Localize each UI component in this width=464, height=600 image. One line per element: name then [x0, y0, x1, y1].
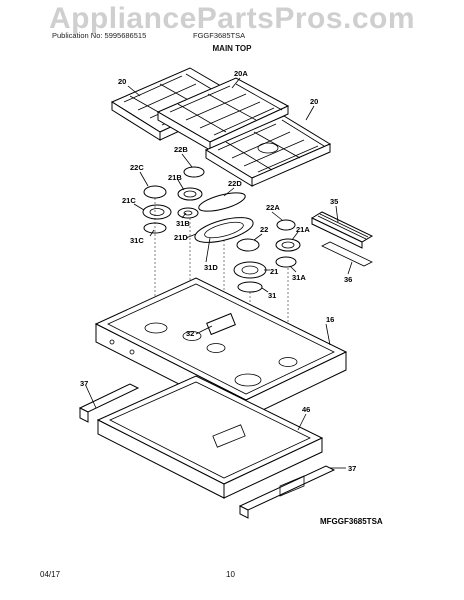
publication-number: Publication No: 5995686515	[52, 31, 147, 40]
callout-36: 36	[344, 275, 352, 284]
callout-46: 46	[302, 405, 310, 414]
site-watermark: AppliancePartsPros.com	[48, 2, 416, 35]
callout-31c: 31C	[130, 236, 144, 245]
burner-cap-22	[236, 238, 260, 252]
oval-burner-21d	[194, 217, 254, 243]
burner-cap-22b	[183, 166, 205, 178]
callout-22c: 22C	[130, 163, 144, 172]
callout-21c: 21C	[122, 196, 136, 205]
oval-cap-22d	[198, 192, 246, 212]
callout-16: 16	[326, 315, 334, 324]
callout-21a: 21A	[296, 225, 310, 234]
footer-page-number: 10	[226, 570, 235, 579]
burner-head-21	[233, 261, 267, 279]
callout-22: 22	[260, 225, 268, 234]
footer-date: 04/17	[40, 570, 61, 579]
callout-20-right: 20	[310, 97, 318, 106]
grate-right	[204, 115, 332, 187]
burner-head-21b	[177, 187, 203, 201]
section-title: MAIN TOP	[212, 44, 252, 53]
burner-cap-22c	[143, 185, 167, 199]
burner-base-31a	[275, 256, 297, 268]
callout-21b: 21B	[168, 173, 182, 182]
vent-trim-35	[310, 211, 374, 249]
burner-head-21a	[275, 238, 301, 252]
diagram-id: MFGGF3685TSA	[320, 517, 383, 526]
callout-21d: 21D	[174, 233, 188, 242]
burner-cap-22a	[276, 219, 296, 231]
burner-base-31	[237, 281, 263, 293]
model-number: FGGF3685TSA	[193, 31, 246, 40]
callout-31d: 31D	[204, 263, 218, 272]
callout-31a: 31A	[292, 273, 306, 282]
callout-21: 21	[270, 267, 278, 276]
trim-strip-37-right	[238, 465, 336, 519]
callout-20a: 20A	[234, 69, 248, 78]
burner-base-31b	[177, 207, 199, 219]
gasket-36	[321, 241, 373, 267]
callout-22a: 22A	[266, 203, 280, 212]
burner-head-21c	[142, 204, 172, 220]
callout-37-left: 37	[80, 379, 88, 388]
callout-31b: 31B	[176, 219, 190, 228]
callout-22d: 22D	[228, 179, 242, 188]
callout-35: 35	[330, 197, 338, 206]
callout-20-left: 20	[118, 77, 126, 86]
burner-box-46	[96, 375, 324, 499]
callout-31: 31	[268, 291, 276, 300]
callout-32: 32	[186, 329, 194, 338]
callout-22b: 22B	[174, 145, 188, 154]
callout-37-right: 37	[348, 464, 356, 473]
grate-center	[156, 77, 290, 151]
